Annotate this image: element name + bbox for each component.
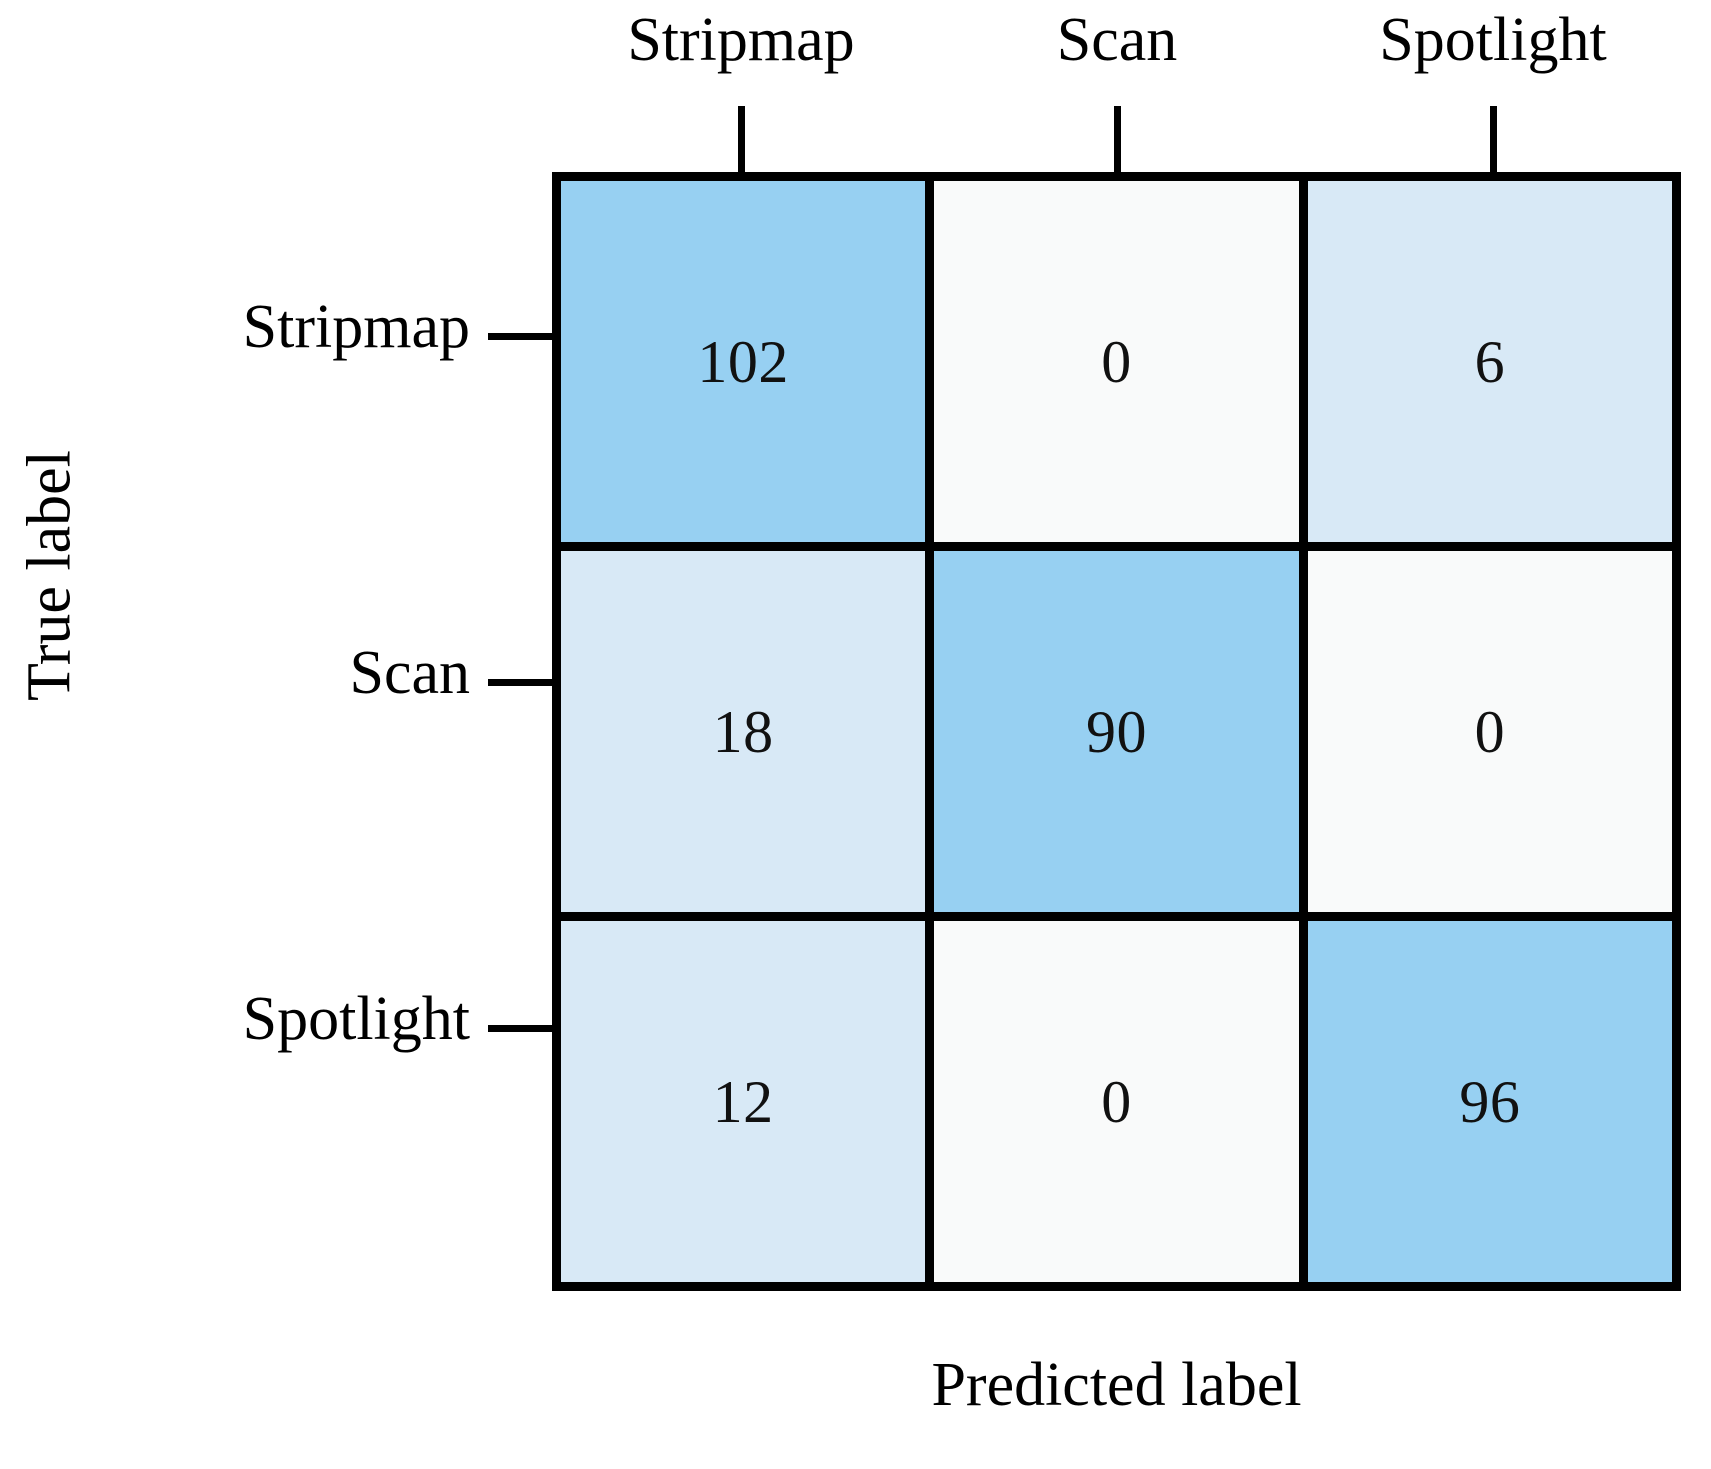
cell-value: 96 [1459, 1068, 1521, 1135]
y-tick-mark-scan [488, 679, 558, 686]
cell-value: 0 [1101, 328, 1132, 395]
x-axis-title: Predicted label [931, 1351, 1302, 1419]
cell-value: 18 [712, 698, 774, 765]
matrix-cell-stripmap-stripmap[interactable]: 102 [561, 181, 926, 542]
cell-value: 12 [712, 1068, 774, 1135]
matrix-cell-scan-spotlight[interactable]: 0 [1307, 551, 1672, 912]
cell-value: 90 [1085, 698, 1147, 765]
y-tick-label-spotlight: Spotlight [242, 985, 470, 1053]
y-tick-label-stripmap: Stripmap [242, 293, 470, 361]
matrix-cell-spotlight-spotlight[interactable]: 96 [1307, 921, 1672, 1282]
cell-value: 0 [1101, 1068, 1132, 1135]
matrix-cell-stripmap-spotlight[interactable]: 6 [1307, 181, 1672, 542]
cell-value: 0 [1474, 698, 1506, 765]
x-tick-label-stripmap: Stripmap [627, 6, 855, 74]
x-tick-mark-stripmap [738, 106, 745, 176]
y-tick-label-scan: Scan [349, 639, 470, 707]
x-tick-mark-spotlight [1490, 106, 1497, 176]
y-tick-mark-stripmap [488, 333, 558, 340]
x-tick-mark-scan [1114, 106, 1121, 176]
confusion-matrix-grid: 102 0 6 18 90 0 12 0 96 [552, 172, 1681, 1291]
matrix-cell-spotlight-stripmap[interactable]: 12 [561, 921, 926, 1282]
matrix-cell-stripmap-scan[interactable]: 0 [934, 181, 1299, 542]
matrix-cell-scan-stripmap[interactable]: 18 [561, 551, 926, 912]
y-tick-mark-spotlight [488, 1025, 558, 1032]
x-tick-label-scan: Scan [1056, 6, 1178, 74]
matrix-cell-scan-scan[interactable]: 90 [934, 551, 1299, 912]
cell-value: 102 [697, 328, 789, 395]
matrix-cell-spotlight-scan[interactable]: 0 [934, 921, 1299, 1282]
x-tick-label-spotlight: Spotlight [1379, 6, 1607, 74]
y-axis-title: True label [15, 450, 84, 701]
cell-value: 6 [1474, 328, 1506, 395]
